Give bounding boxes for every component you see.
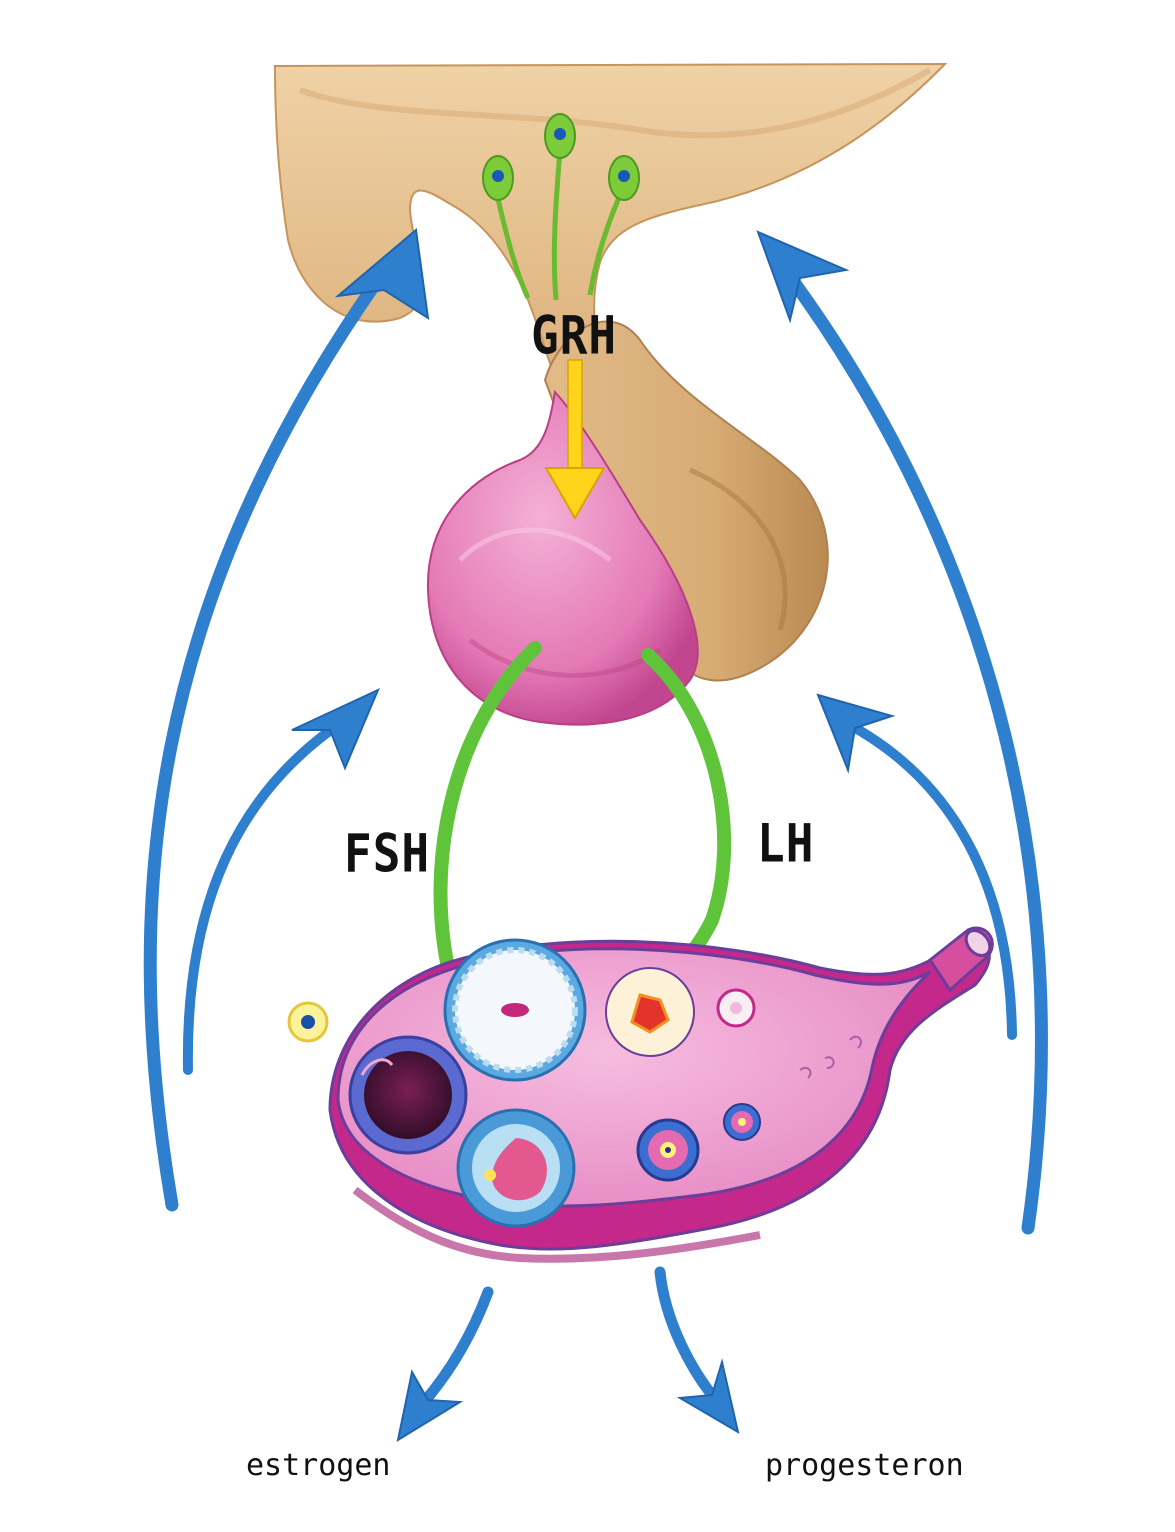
progesteron-label: progesteron bbox=[765, 1448, 964, 1483]
grh-label: GRH bbox=[531, 304, 618, 367]
progesteron-arrow bbox=[654, 1266, 726, 1411]
feedback-arrows bbox=[143, 263, 1048, 1418]
corpus-luteum bbox=[605, 967, 695, 1057]
ovum bbox=[287, 1001, 329, 1043]
estrogen-label: estrogen bbox=[246, 1448, 391, 1483]
secondary-follicle bbox=[456, 1108, 576, 1228]
feedback-arrowheads bbox=[291, 228, 896, 1443]
anterior-pituitary bbox=[426, 389, 699, 726]
ruptured-follicle bbox=[348, 1035, 468, 1155]
ovarian-ligament bbox=[927, 926, 994, 993]
neuron-cell bbox=[608, 155, 640, 201]
ovary bbox=[328, 926, 994, 1263]
grh-arrow bbox=[544, 359, 606, 520]
lh-label: LH bbox=[757, 812, 815, 875]
small-follicle bbox=[716, 988, 756, 1028]
mature-follicle bbox=[443, 938, 587, 1082]
estrogen-arrow bbox=[409, 1286, 494, 1418]
feedback-arrow-inner-left bbox=[182, 715, 350, 1075]
primary-follicle bbox=[636, 1118, 700, 1182]
neuron-cell bbox=[544, 113, 576, 159]
hypothalamus bbox=[273, 62, 948, 394]
neuron-cell bbox=[482, 155, 514, 201]
fsh-label: FSH bbox=[344, 822, 431, 885]
feedback-arrow-outer-left bbox=[143, 263, 392, 1212]
feedback-arrow-inner-right bbox=[845, 720, 1017, 1040]
primordial-follicle bbox=[723, 1103, 761, 1141]
scar-marks bbox=[799, 1035, 862, 1079]
feedback-arrow-outer-right bbox=[778, 263, 1048, 1235]
neurons bbox=[482, 113, 640, 301]
